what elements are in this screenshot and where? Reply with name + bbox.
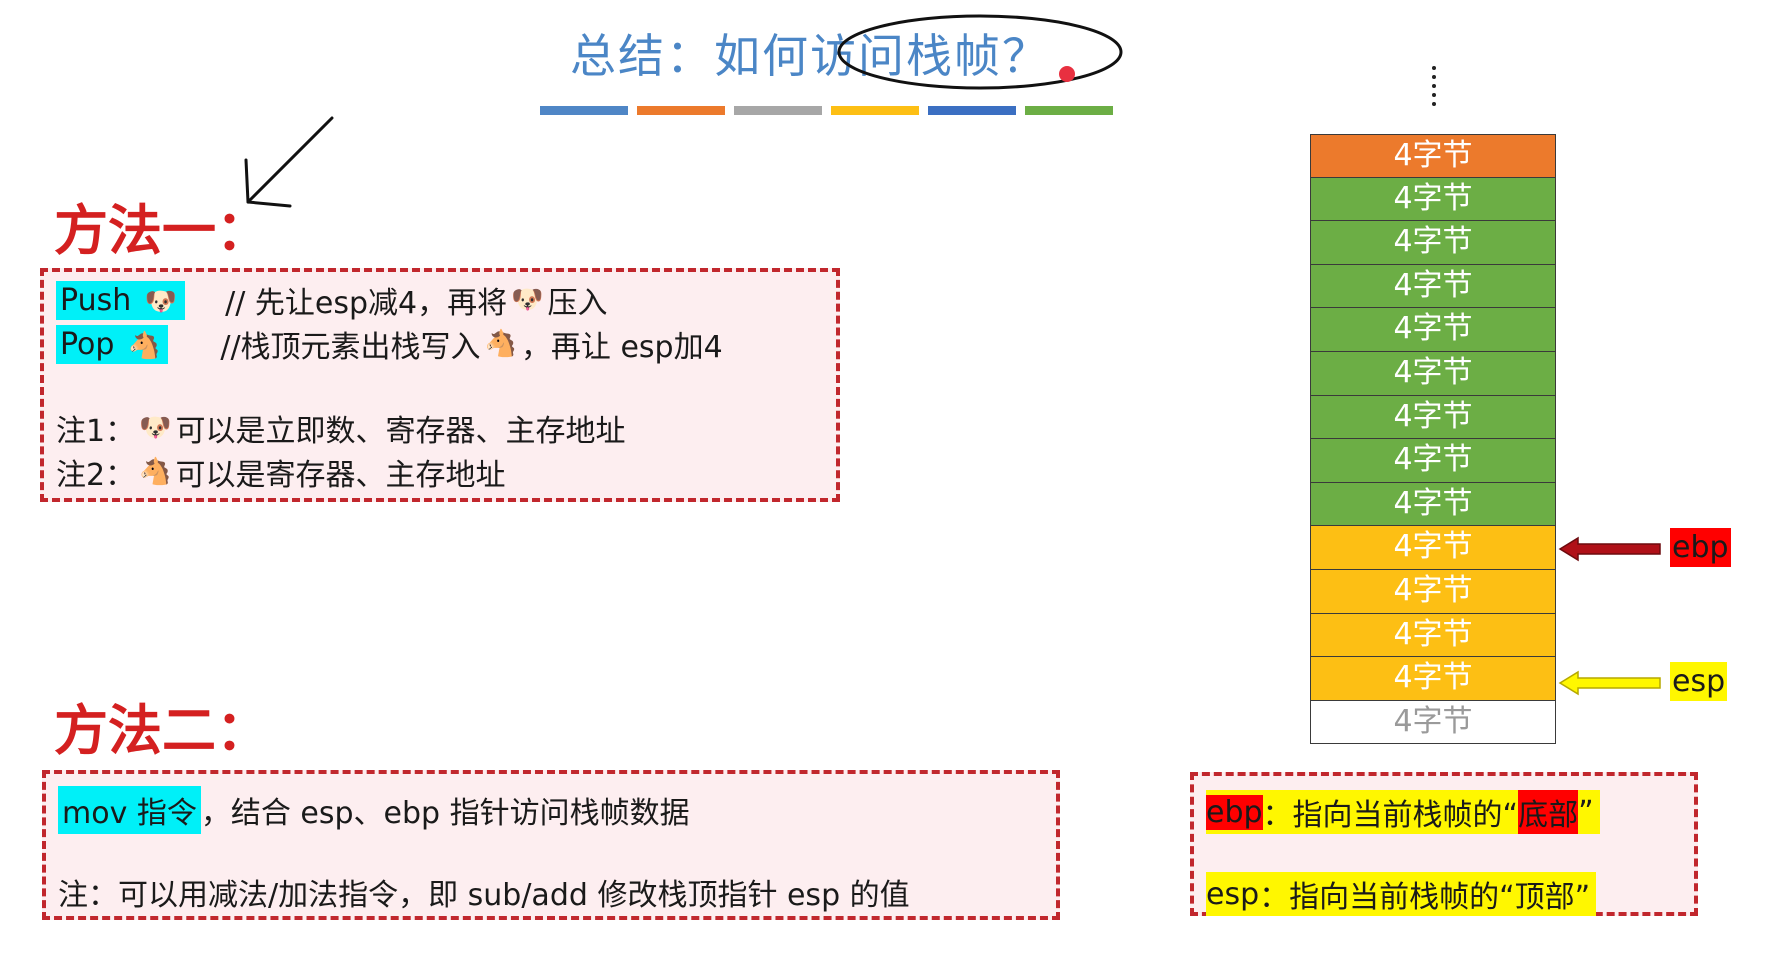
- stack-cell: 4字节: [1310, 613, 1556, 658]
- bar-seg-4: [831, 106, 919, 115]
- stack-cell: 4字节: [1310, 439, 1556, 483]
- push-comment-a: // 先让esp减4，再将: [225, 286, 508, 321]
- method2-note: 注：可以用减法/加法指令，即 sub/add 修改栈顶指针 esp 的值: [58, 878, 910, 913]
- note1-line: 注1： 🐶 可以是立即数、寄存器、主存地址: [56, 406, 625, 450]
- push-comment-b: 压入: [547, 286, 608, 321]
- legend-esp-tag: esp: [1206, 876, 1260, 912]
- esp-pointer-label: esp: [1670, 662, 1728, 701]
- stack-cell: 4字节: [1310, 395, 1556, 440]
- ebp-pointer-label: ebp: [1670, 528, 1731, 567]
- bar-seg-1: [540, 106, 628, 115]
- stack-cell: 4字节: [1310, 264, 1556, 309]
- legend-ebp-highlight: ebp ：指向当前栈帧的“ 底部 ”: [1206, 790, 1600, 834]
- stack-cell: 4字节: [1310, 657, 1556, 701]
- legend-ebp-text-a: ：指向当前栈帧的“: [1262, 798, 1519, 833]
- legend-box: ebp ：指向当前栈帧的“ 底部 ” esp ：指向当前栈帧的“顶部”: [1190, 772, 1698, 916]
- push-line: Push 🐶 // 先让esp减4，再将 🐶 压入: [56, 278, 608, 322]
- note1-prefix: 注1：: [56, 414, 136, 449]
- title-color-bar: [540, 106, 1113, 115]
- legend-ebp-text-b: ”: [1578, 794, 1594, 830]
- dot: [1432, 84, 1436, 88]
- horse-icon: 🐴: [139, 457, 172, 487]
- pop-label: Pop: [60, 326, 115, 362]
- stack-continuation-dots: [1432, 66, 1436, 111]
- mov-instruction: mov 指令: [58, 786, 201, 834]
- stack-cell: 4字节: [1310, 308, 1556, 352]
- note1-text: 可以是立即数、寄存器、主存地址: [175, 414, 626, 449]
- note2-text: 可以是寄存器、主存地址: [175, 458, 506, 493]
- hand-drawn-circle-annotation: [837, 14, 1123, 90]
- esp-arrow-icon: [1558, 670, 1661, 696]
- legend-esp-text: ：指向当前栈帧的“顶部”: [1259, 880, 1591, 915]
- dog-icon: 🐶: [139, 413, 172, 443]
- bar-seg-2: [637, 106, 725, 115]
- mov-text: ，结合 esp、ebp 指针访问栈帧数据: [200, 796, 690, 831]
- stack-cell: 4字节: [1310, 177, 1556, 222]
- method1-heading: 方法一：: [54, 198, 270, 262]
- dot: [1432, 66, 1436, 70]
- legend-esp-line: esp ：指向当前栈帧的“顶部”: [1206, 872, 1597, 916]
- stack-cell: 4字节: [1310, 134, 1556, 178]
- method2-heading: 方法二：: [54, 698, 270, 762]
- ebp-arrow-icon: [1558, 536, 1661, 562]
- bar-seg-3: [734, 106, 822, 115]
- page-title: 总结：如何访问栈帧？: [570, 29, 1050, 83]
- horse-icon: 🐴: [127, 330, 161, 361]
- stack-cell: 4字节: [1310, 569, 1556, 614]
- legend-ebp-line: ebp ：指向当前栈帧的“ 底部 ”: [1206, 790, 1600, 834]
- dot: [1432, 75, 1436, 79]
- stack-cell: 4字节: [1310, 221, 1556, 265]
- stack-cell: 4字节: [1310, 526, 1556, 570]
- pop-comment-a: //栈顶元素出栈写入: [220, 330, 481, 365]
- dog-icon: 🐶: [511, 285, 544, 315]
- stack-cell: 4字节: [1310, 351, 1556, 396]
- push-instruction: Push 🐶: [56, 280, 186, 320]
- note2-prefix: 注2：: [56, 458, 136, 493]
- dot: [1432, 93, 1436, 97]
- dog-icon: 🐶: [144, 286, 178, 317]
- legend-ebp-bottom: 底部: [1518, 790, 1579, 834]
- hand-drawn-arrow-annotation: [244, 116, 334, 208]
- stack-cell: 4字节: [1310, 700, 1556, 745]
- watermark-logo: [0, 0, 340, 60]
- horse-icon: 🐴: [484, 329, 517, 359]
- pop-line: Pop 🐴 //栈顶元素出栈写入 🐴 ，再让 esp加4: [56, 322, 723, 366]
- legend-esp-highlight: esp ：指向当前栈帧的“顶部”: [1206, 872, 1597, 916]
- method2-box: mov 指令 ，结合 esp、ebp 指针访问栈帧数据 注：可以用减法/加法指令…: [42, 770, 1060, 920]
- note2-line: 注2： 🐴 可以是寄存器、主存地址: [56, 450, 505, 494]
- legend-ebp-tag: ebp: [1206, 794, 1263, 830]
- bar-seg-5: [928, 106, 1016, 115]
- stack-cell: 4字节: [1310, 482, 1556, 527]
- pop-instruction: Pop 🐴: [56, 324, 169, 364]
- mov-line: mov 指令 ，结合 esp、ebp 指针访问栈帧数据: [58, 786, 690, 834]
- bar-seg-6: [1025, 106, 1113, 115]
- dot: [1432, 102, 1436, 106]
- pop-comment-b: ，再让 esp加4: [520, 330, 723, 365]
- push-label: Push: [60, 282, 132, 318]
- method1-box: Push 🐶 // 先让esp减4，再将 🐶 压入 Pop 🐴 //栈顶元素出栈…: [40, 268, 840, 502]
- pointer-dot: [1059, 66, 1075, 82]
